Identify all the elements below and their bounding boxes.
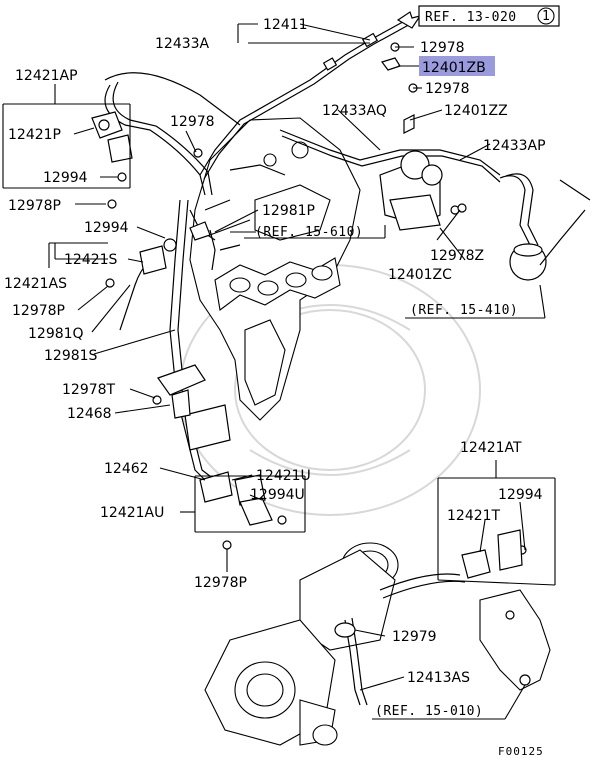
label-12468[interactable]: 12468 — [67, 406, 112, 422]
label-12421at[interactable]: 12421AT — [460, 440, 522, 456]
label-12994u[interactable]: 12994U — [250, 487, 305, 503]
label-12421p[interactable]: 12421P — [8, 127, 61, 143]
label-12433aq[interactable]: 12433AQ — [322, 103, 387, 119]
solenoid-12421au — [199, 471, 273, 526]
label-12994-c[interactable]: 12994 — [498, 487, 543, 503]
label-12978p-b[interactable]: 12978P — [12, 303, 65, 319]
label-12978p-c[interactable]: 12978P — [194, 575, 247, 591]
label-12978p-a[interactable]: 12978P — [8, 198, 61, 214]
label-12421s[interactable]: 12421S — [64, 252, 118, 268]
label-12433ap[interactable]: 12433AP — [483, 138, 546, 154]
ref-13-020-number: 1 — [542, 9, 550, 24]
label-12421t[interactable]: 12421T — [447, 508, 501, 524]
figure-code: F00125 — [498, 745, 544, 758]
ref-15-410[interactable]: (REF. 15-410) — [410, 303, 518, 318]
label-12981q[interactable]: 12981Q — [28, 326, 84, 342]
label-12978-top[interactable]: 12978 — [420, 40, 465, 56]
label-12401zz[interactable]: 12401ZZ — [444, 103, 508, 119]
ref-15-610[interactable]: (REF. 15-610) — [255, 225, 363, 240]
label-12462[interactable]: 12462 — [104, 461, 149, 477]
arrow-to-ref-13-020 — [396, 11, 422, 29]
label-12411[interactable]: 12411 — [263, 17, 308, 33]
part-labels: 12411 12433A REF. 13-020 1 12978 12401ZB… — [4, 9, 550, 758]
label-12433a[interactable]: 12433A — [155, 36, 210, 52]
ref-13-020-circle — [537, 7, 555, 25]
highlight-12401zb — [419, 56, 495, 76]
solenoid-12468 — [157, 364, 231, 451]
label-12978z[interactable]: 12978Z — [430, 248, 484, 264]
right-hoses — [279, 129, 591, 281]
solenoid-12421t — [461, 529, 523, 579]
label-12401zc[interactable]: 12401ZC — [388, 267, 452, 283]
label-12994-b[interactable]: 12994 — [84, 220, 129, 236]
label-12421as[interactable]: 12421AS — [4, 276, 67, 292]
bracket-12401zz — [381, 57, 415, 134]
label-12979[interactable]: 12979 — [392, 629, 437, 645]
turbocharger — [204, 542, 466, 746]
label-12994-a[interactable]: 12994 — [43, 170, 88, 186]
label-12978-mid[interactable]: 12978 — [425, 81, 470, 97]
label-12413as[interactable]: 12413AS — [407, 670, 470, 686]
solenoid-12421s — [139, 221, 211, 275]
bolts — [105, 42, 527, 555]
ref-15-010[interactable]: (REF. 15-010) — [375, 704, 483, 719]
ref-13-020[interactable]: REF. 13-020 — [425, 10, 517, 25]
label-12401zb[interactable]: 12401ZB — [422, 60, 486, 76]
lower-right-bracket — [479, 589, 551, 691]
label-12978-left[interactable]: 12978 — [170, 114, 215, 130]
ref-13-020-box — [418, 5, 560, 27]
solenoid-valve-assembly — [379, 150, 460, 231]
intake-manifold — [189, 117, 361, 421]
label-12978t[interactable]: 12978T — [62, 382, 116, 398]
solenoid-12421p — [91, 111, 133, 163]
label-12981p[interactable]: 12981P — [262, 203, 315, 219]
label-12421ap[interactable]: 12421AP — [15, 68, 78, 84]
label-12981s[interactable]: 12981S — [44, 348, 98, 364]
label-12421u[interactable]: 12421U — [256, 468, 311, 484]
leader-lines — [2, 23, 556, 720]
label-12421au[interactable]: 12421AU — [100, 505, 164, 521]
